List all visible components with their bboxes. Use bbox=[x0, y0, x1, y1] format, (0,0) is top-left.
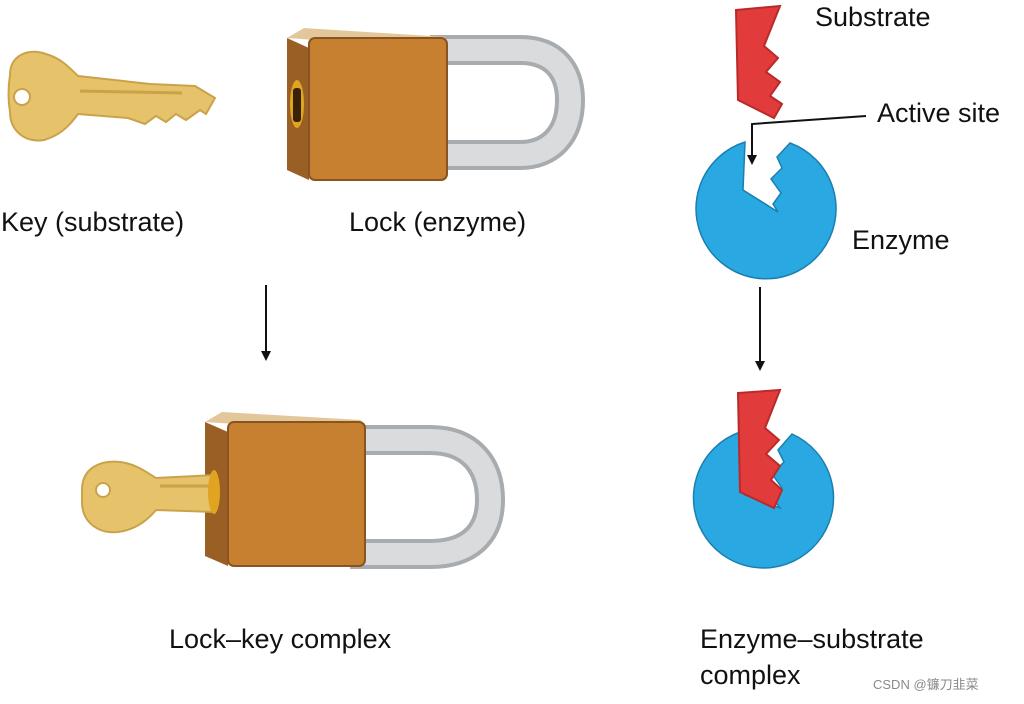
active-site-pointer bbox=[747, 115, 867, 165]
enzyme-substrate-complex-shape bbox=[692, 388, 835, 569]
active-site-label: Active site bbox=[877, 98, 1001, 128]
substrate-shape bbox=[734, 4, 784, 120]
lock-key-complex-label: Lock–key complex bbox=[169, 624, 392, 654]
enzyme-shape bbox=[695, 140, 837, 280]
lock-key-complex-icon bbox=[81, 412, 506, 569]
key-label: Key (substrate) bbox=[1, 207, 185, 237]
padlock-icon bbox=[287, 28, 586, 181]
substrate-label: Substrate bbox=[815, 2, 931, 32]
es-complex-label-line1: Enzyme–substrate bbox=[700, 624, 924, 654]
es-complex-label-line2: complex bbox=[700, 660, 801, 690]
enzyme-label: Enzyme bbox=[852, 225, 950, 255]
key-icon bbox=[7, 50, 217, 142]
watermark: CSDN @镰刀韭菜 bbox=[873, 677, 979, 692]
lock-label: Lock (enzyme) bbox=[349, 207, 527, 237]
